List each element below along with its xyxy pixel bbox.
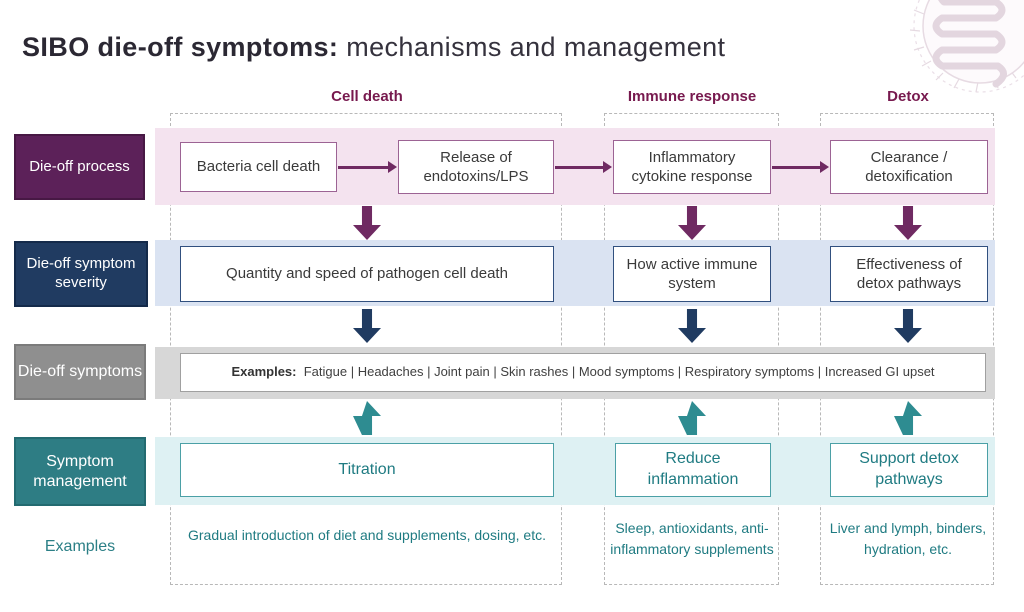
process-box-inflammatory-cytokine: Inflammatory cytokine response xyxy=(613,140,771,194)
page-title-emphasis: SIBO die-off symptoms: xyxy=(22,32,339,62)
management-box-reduce-inflammation: Reduce inflammation xyxy=(615,443,771,497)
severity-box-immune-activity: How active immune system xyxy=(613,246,771,302)
process-box-release-endotoxins: Release of endotoxins/LPS xyxy=(398,140,554,194)
row-label-die-off-symptoms: Die-off symptoms xyxy=(14,344,146,400)
row-label-examples: Examples xyxy=(44,538,116,555)
arrow-right-icon xyxy=(772,161,829,173)
row-label-symptom-management: Symptom management xyxy=(14,437,146,506)
symptoms-examples-prefix: Examples: xyxy=(231,364,297,380)
page-title: SIBO die-off symptoms: mechanisms and ma… xyxy=(22,32,725,63)
severity-box-detox-effectiveness: Effectiveness of detox pathways xyxy=(830,246,988,302)
column-header-detox: Detox xyxy=(887,88,929,105)
example-note-inflammation: Sleep, antioxidants, anti-inflammatory s… xyxy=(610,520,774,557)
example-note-detox: Liver and lymph, binders, hydration, etc… xyxy=(829,520,987,557)
arrow-right-icon xyxy=(338,161,397,173)
arrow-right-icon xyxy=(555,161,612,173)
symptoms-examples-box: Examples: Fatigue | Headaches | Joint pa… xyxy=(180,353,986,392)
severity-box-quantity-speed: Quantity and speed of pathogen cell deat… xyxy=(180,246,554,302)
page-title-rest: mechanisms and management xyxy=(338,32,726,62)
column-header-cell-death: Cell death xyxy=(331,88,403,105)
intestine-mandala-icon xyxy=(909,0,1024,93)
column-header-immune-response: Immune response xyxy=(627,88,757,105)
management-box-support-detox: Support detox pathways xyxy=(830,443,988,497)
row-label-die-off-process: Die-off process xyxy=(14,134,145,200)
management-box-titration: Titration xyxy=(180,443,554,497)
example-note-titration: Gradual introduction of diet and supplem… xyxy=(188,527,546,543)
process-box-clearance-detox: Clearance / detoxification xyxy=(830,140,988,194)
row-label-symptom-severity: Die-off symptom severity xyxy=(14,241,148,307)
symptoms-examples-list: Fatigue | Headaches | Joint pain | Skin … xyxy=(303,364,935,380)
process-box-bacteria-cell-death: Bacteria cell death xyxy=(180,142,337,192)
